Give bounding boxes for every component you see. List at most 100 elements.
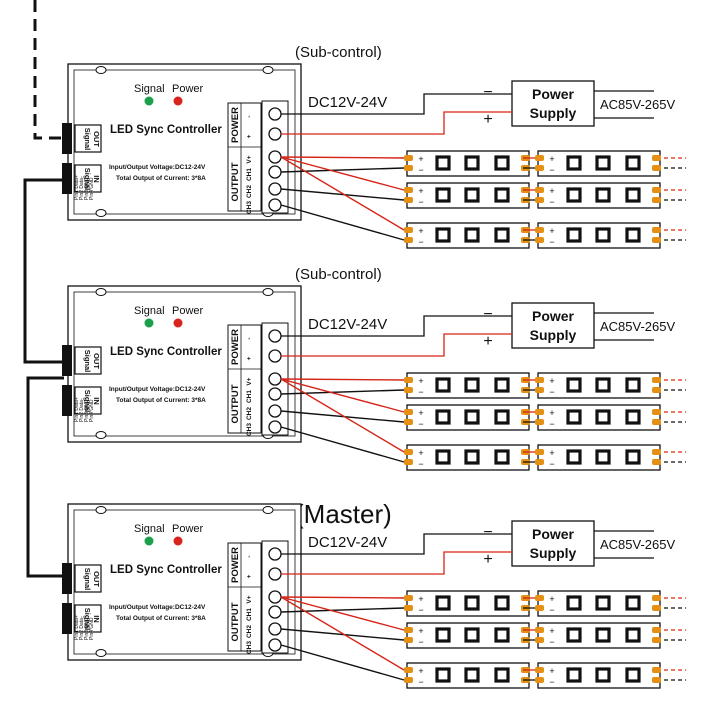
led-strip-6: +− xyxy=(535,662,661,689)
terminal-label-3: CH1 xyxy=(246,608,253,621)
terminal-screw-5 xyxy=(268,638,282,652)
pin-label: Pin1 Data+ xyxy=(74,397,80,422)
supply-minus-sign: − xyxy=(483,306,492,323)
output-group-label: OUTPUT xyxy=(230,384,241,423)
signal-led xyxy=(144,96,154,106)
power-supply-label-1: Power xyxy=(532,308,575,324)
pad-minus xyxy=(404,677,413,683)
pad-plus xyxy=(535,627,544,633)
led-chip xyxy=(566,155,582,171)
terminal-label-0: - xyxy=(246,115,253,117)
power-led xyxy=(173,318,183,328)
led-chip xyxy=(566,627,582,643)
led-chip xyxy=(566,377,582,393)
pad-plus xyxy=(535,377,544,383)
power-led-label: Power xyxy=(172,305,204,317)
signal-out-label-2: OUT xyxy=(92,571,101,587)
led-chip xyxy=(464,667,480,683)
led-chip xyxy=(595,377,611,393)
led-chip xyxy=(566,667,582,683)
led-chip xyxy=(464,227,480,243)
strip-minus-label: − xyxy=(549,677,554,687)
signal-out-label-1: Signal xyxy=(83,350,92,373)
pad-plus xyxy=(535,409,544,415)
controller-title: LED Sync Controller xyxy=(110,564,222,576)
led-chip xyxy=(625,595,641,611)
terminal-label-5: CH3 xyxy=(246,201,253,214)
supply-plus-sign: + xyxy=(483,551,492,568)
channel-wire-3 xyxy=(280,644,405,681)
led-strip-5: +− xyxy=(404,662,530,689)
power-led-label: Power xyxy=(172,523,204,535)
pin-label: Pin2 Data- xyxy=(79,616,85,640)
led-chip xyxy=(494,409,510,425)
terminal-label-1: + xyxy=(246,574,253,578)
terminal-label-0: - xyxy=(246,555,253,557)
terminal-label-4: CH2 xyxy=(246,625,253,638)
strip-plus-label: + xyxy=(549,226,554,236)
terminal-label-panel xyxy=(227,324,262,434)
pad-minus xyxy=(535,237,544,243)
strip-minus-label: − xyxy=(418,387,423,397)
pad-out-plus xyxy=(652,667,661,673)
pad-out-plus xyxy=(652,155,661,161)
led-chip xyxy=(435,187,451,203)
housing-inner-edge xyxy=(73,291,296,437)
led-chip xyxy=(435,155,451,171)
pad-minus xyxy=(535,605,544,611)
signal-in-label-2: IN xyxy=(92,175,101,183)
led-chip xyxy=(494,155,510,171)
power-supply-label-1: Power xyxy=(532,526,575,542)
led-chip xyxy=(464,377,480,393)
terminal-label-2: V+ xyxy=(246,377,253,385)
led-strip-2: +− xyxy=(535,372,661,399)
signal-out-connector xyxy=(62,563,72,594)
strip-minus-label: − xyxy=(418,237,423,247)
channel-wire-2 xyxy=(280,410,405,423)
terminal-screw-1 xyxy=(268,349,282,363)
pad-plus xyxy=(404,409,413,415)
terminal-label-5: CH3 xyxy=(246,641,253,654)
strip-minus-label: − xyxy=(549,165,554,175)
terminal-label-0: - xyxy=(246,337,253,339)
pad-out-plus xyxy=(652,187,661,193)
vplus-wire-2 xyxy=(280,156,405,191)
signal-out-connector xyxy=(62,123,72,154)
mounting-hole xyxy=(95,209,107,217)
power-led xyxy=(173,96,183,106)
channel-wire-1 xyxy=(280,607,405,613)
led-chip xyxy=(595,449,611,465)
signal-led-label: Signal xyxy=(134,305,165,317)
terminal-screw-2 xyxy=(268,372,282,386)
led-chip xyxy=(625,449,641,465)
terminal-screw-1 xyxy=(268,127,282,141)
led-chip xyxy=(595,627,611,643)
led-chip xyxy=(494,187,510,203)
terminal-screw-5 xyxy=(268,420,282,434)
signal-led-label: Signal xyxy=(134,83,165,95)
signal-in-port xyxy=(74,386,102,415)
ac-voltage-label: AC85V-265V xyxy=(600,537,675,552)
signal-led xyxy=(144,536,154,546)
strip-plus-label: + xyxy=(549,594,554,604)
signal-out-connector xyxy=(62,345,72,376)
pad-out-plus xyxy=(652,377,661,383)
strip-plus-label: + xyxy=(549,666,554,676)
terminal-screw-5 xyxy=(268,198,282,212)
power-supply-box xyxy=(511,302,595,349)
supply-plus-sign: + xyxy=(483,333,492,350)
signal-in-label-2: IN xyxy=(92,397,101,405)
strip-plus-label: + xyxy=(418,376,423,386)
strip-minus-label: − xyxy=(549,637,554,647)
pad-plus xyxy=(535,155,544,161)
led-chip xyxy=(566,449,582,465)
led-chip xyxy=(464,627,480,643)
power-supply-label-2: Supply xyxy=(530,327,577,343)
mounting-hole xyxy=(262,506,274,514)
channel-wire-2 xyxy=(280,188,405,201)
pin-label: Pin1 Data+ xyxy=(74,175,80,200)
spec-voltage: Input/Output Voltage:DC12-24V xyxy=(109,386,206,393)
led-strip-3: +− xyxy=(404,404,530,431)
led-chip xyxy=(625,627,641,643)
terminal-label-4: CH2 xyxy=(246,407,253,420)
